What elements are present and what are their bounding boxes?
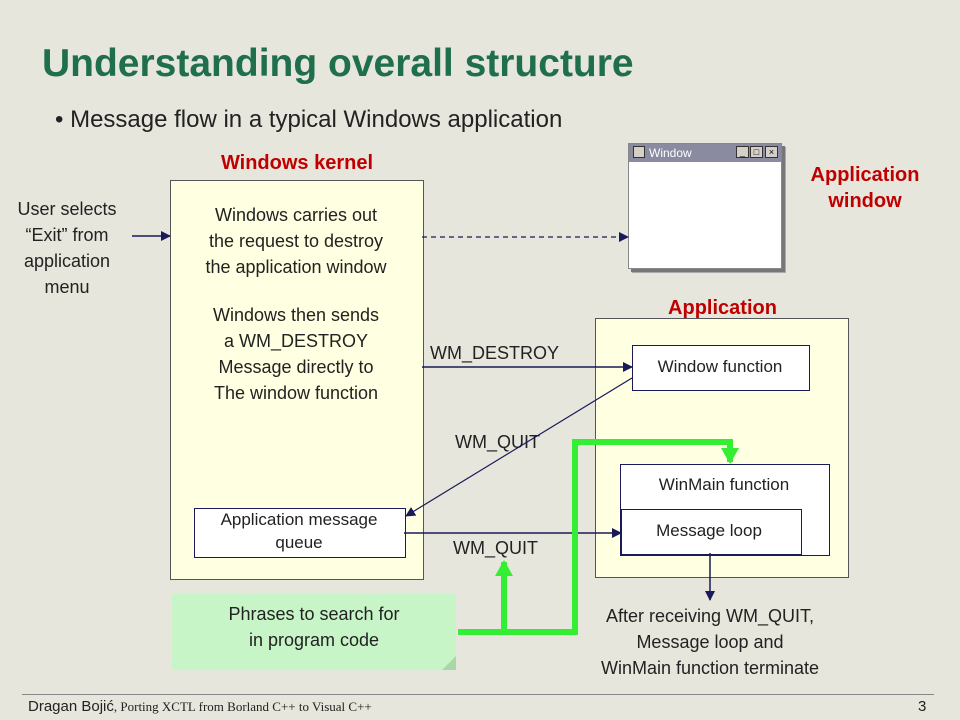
queue-line: Application message [220, 510, 378, 529]
author-name: Dragan Bojić [28, 698, 114, 715]
kernel-line: The window function [213, 383, 379, 403]
terminate-line: Message loop and [636, 632, 784, 652]
note-fold [442, 656, 456, 670]
maximize-icon[interactable]: □ [750, 146, 763, 158]
wm-quit-lower-label: WM_QUIT [453, 538, 538, 558]
app-icon [633, 146, 645, 158]
search-phrases-note [172, 594, 456, 670]
user-action-line: menu [44, 277, 90, 297]
window-function-label: Window function [657, 357, 783, 376]
kernel-line: Windows then sends [212, 305, 380, 325]
message-loop-box [621, 509, 802, 555]
kernel-line: a WM_DESTROY [223, 331, 369, 351]
kernel-label: Windows kernel [220, 152, 374, 174]
footer-author: Dragan Bojić, Porting XCTL from Borland … [28, 698, 372, 715]
slide-title: Understanding overall structure [42, 42, 634, 85]
window-titlebar: Window _ □ × [629, 144, 781, 162]
user-action-text: User selects “Exit” from application men… [0, 196, 134, 300]
application-window-mock: Window _ □ × [628, 143, 782, 269]
minimize-icon[interactable]: _ [736, 146, 749, 158]
footer-divider [22, 694, 934, 695]
terminate-line: After receiving WM_QUIT, [605, 606, 815, 626]
user-action-line: “Exit” from [25, 225, 109, 245]
queue-line: queue [275, 533, 323, 552]
page-number: 3 [918, 698, 927, 715]
bullet-text: • Message flow in a typical Windows appl… [55, 106, 563, 133]
kernel-carry-text: Windows carries out the request to destr… [172, 202, 420, 280]
app-window-label: Application window [810, 164, 920, 212]
terminate-line: WinMain function terminate [600, 658, 820, 678]
presentation-subtitle: , Porting XCTL from Borland C++ to Visua… [113, 699, 372, 714]
message-queue-text: Application message queue [194, 508, 404, 554]
close-icon[interactable]: × [765, 146, 778, 158]
application-label: Application [668, 297, 777, 319]
window-title-text: Window [649, 146, 692, 160]
message-loop-label: Message loop [656, 521, 762, 540]
kernel-line: Message directly to [218, 357, 374, 377]
user-action-line: application [23, 251, 111, 271]
note-line: in program code [248, 630, 380, 650]
kernel-line: the application window [205, 257, 387, 277]
kernel-send-text: Windows then sends a WM_DESTROY Message … [172, 302, 420, 406]
note-text: Phrases to search for in program code [172, 601, 456, 653]
terminate-text: After receiving WM_QUIT, Message loop an… [560, 603, 860, 681]
window-function-box [632, 345, 810, 391]
kernel-line: the request to destroy [208, 231, 384, 251]
wm-destroy-label: WM_DESTROY [430, 343, 560, 363]
kernel-line: Windows carries out [214, 205, 378, 225]
highlight-connector [458, 439, 739, 635]
user-action-line: User selects [17, 199, 117, 219]
note-line: Phrases to search for [228, 604, 400, 624]
wm-quit-post-arrow [405, 377, 633, 517]
winmain-label: WinMain function [658, 475, 790, 494]
